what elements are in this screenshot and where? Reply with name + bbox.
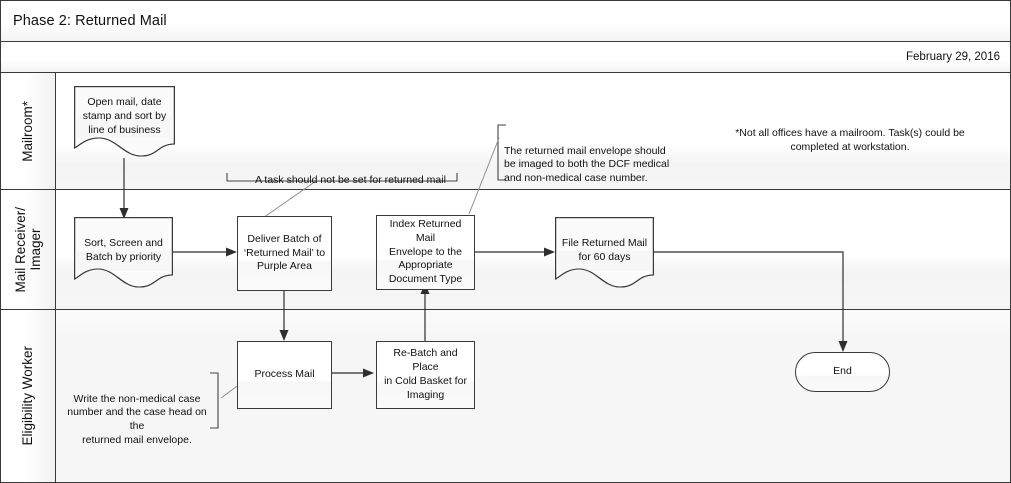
annotation-write-case-note-bracket	[210, 372, 219, 429]
node-label-end: End	[833, 365, 852, 378]
swimlane-mail-receiver-imager: Mail Receiver/ Imager	[1, 190, 1010, 310]
swimlane-body-mailroom	[56, 73, 1010, 189]
node-deliver-batch[interactable]: Deliver Batch of ‘Returned Mail’ to Purp…	[237, 216, 332, 291]
annotation-write-case-note: Write the non-medical case number and th…	[66, 379, 208, 447]
swimlane-mailroom: Mailroom*	[1, 73, 1010, 190]
document-shape	[74, 217, 173, 288]
swimlane-eligibility-worker: Eligibility Worker	[1, 310, 1010, 482]
swimlane-header-eligibility-worker: Eligibility Worker	[1, 310, 56, 482]
node-index-returned-mail[interactable]: Index Returned Mail Envelope to the Appr…	[376, 215, 475, 290]
annotation-task-note-text: A task should not be set for returned ma…	[255, 173, 446, 186]
swimlane-label-mailroom: Mailroom*	[20, 100, 36, 162]
node-end[interactable]: End	[795, 352, 890, 392]
document-shape	[555, 217, 654, 288]
node-label-re-batch: Re-Batch and Place in Cold Basket for Im…	[384, 347, 467, 401]
node-process-mail[interactable]: Process Mail	[237, 341, 332, 409]
swimlane-label-eligibility-worker: Eligibility Worker	[20, 346, 36, 446]
date-band: February 29, 2016	[1, 42, 1010, 73]
node-label-open-mail: Open mail, date stamp and sort by line o…	[82, 96, 167, 136]
node-label-index-returned-mail: Index Returned Mail Envelope to the Appr…	[388, 217, 463, 286]
annotation-task-note-leader	[259, 180, 317, 221]
swimlane-body-mail-receiver-imager	[56, 190, 1010, 309]
title-band: Phase 2: Returned Mail	[1, 1, 1010, 42]
annotation-envelope-note-text: The returned mail envelope should be ima…	[504, 144, 670, 184]
footnote-mailroom-text: *Not all offices have a mailroom. Task(s…	[735, 127, 965, 154]
page-title: Phase 2: Returned Mail	[13, 13, 167, 29]
swimlane-header-mail-receiver-imager: Mail Receiver/ Imager	[1, 190, 56, 309]
annotation-envelope-note-bracket	[497, 124, 506, 181]
annotation-task-note-bracket	[226, 173, 458, 182]
document-shape	[74, 86, 175, 157]
swimlane-label-mail-receiver-imager: Mail Receiver/ Imager	[12, 206, 43, 293]
node-label-deliver-batch: Deliver Batch of ‘Returned Mail’ to Purp…	[243, 232, 326, 273]
swimlane-header-mailroom: Mailroom*	[1, 73, 56, 189]
node-label-file-returned-mail: File Returned Mail for 60 days	[561, 237, 648, 263]
annotation-envelope-note: The returned mail envelope should be ima…	[504, 131, 684, 186]
node-re-batch[interactable]: Re-Batch and Place in Cold Basket for Im…	[376, 341, 475, 409]
footnote-mailroom: *Not all offices have a mailroom. Task(s…	[700, 112, 1000, 155]
annotation-task-note: A task should not be set for returned ma…	[228, 160, 473, 187]
annotation-envelope-note-leader	[468, 137, 500, 215]
node-sort-screen-batch[interactable]: Sort, Screen and Batch by priority	[74, 217, 173, 289]
date-label: February 29, 2016	[906, 51, 1000, 63]
node-label-process-mail: Process Mail	[254, 368, 315, 381]
annotation-write-case-note-leader	[220, 383, 241, 399]
node-file-returned-mail[interactable]: File Returned Mail for 60 days	[555, 217, 654, 289]
node-open-mail[interactable]: Open mail, date stamp and sort by line o…	[74, 86, 175, 158]
node-label-sort-screen-batch: Sort, Screen and Batch by priority	[84, 237, 163, 263]
swimlane-body-eligibility-worker	[56, 310, 1010, 482]
annotation-write-case-note-text: Write the non-medical case number and th…	[67, 392, 207, 446]
